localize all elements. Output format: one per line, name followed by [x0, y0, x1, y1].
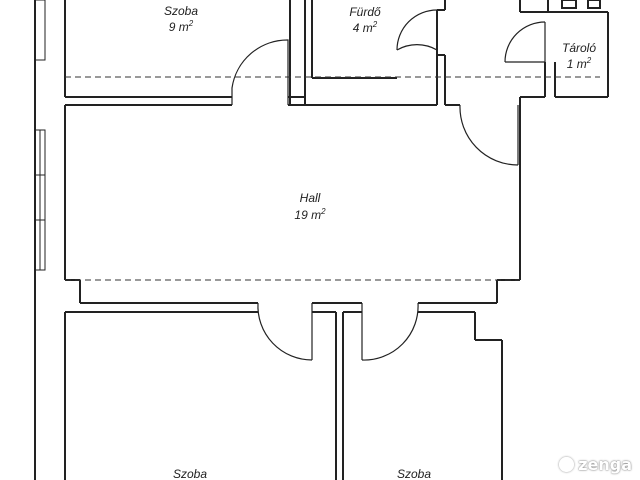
room-name-tarolo: Tároló: [562, 41, 596, 55]
zenga-logo-icon: [559, 457, 575, 472]
door-tarolo: [504, 21, 546, 63]
room-hall-walls: [64, 104, 521, 304]
door-hall-right: [459, 104, 519, 166]
room-name-szoba-bottom-right: Szoba: [397, 467, 431, 480]
room-labels: Szoba 9 m2 Fürdő 4 m2 Tároló 1 m2 Hall 1…: [164, 4, 596, 480]
room-area-hall: 19 m2: [294, 207, 326, 222]
room-bottom-walls: [64, 311, 503, 480]
room-area-furdo: 4 m2: [353, 20, 378, 35]
door-furdo-swing: [396, 9, 438, 51]
door-szoba-bottom-left: [257, 302, 313, 361]
room-tarolo-walls: [519, 0, 609, 165]
room-name-furdo: Fürdő: [349, 5, 381, 19]
door-szoba-top: [231, 39, 289, 105]
room-area-szoba-top: 9 m2: [169, 19, 194, 34]
left-exterior-wall: [34, 0, 46, 480]
room-name-szoba-bottom-left: Szoba: [173, 467, 207, 480]
door-swings: [231, 9, 546, 361]
door-furdo: [396, 44, 438, 51]
room-name-szoba-top: Szoba: [164, 4, 198, 18]
room-name-hall: Hall: [300, 191, 321, 205]
room-szoba-top-walls: [64, 0, 306, 105]
watermark: zenga: [559, 455, 632, 474]
door-szoba-bottom-right: [361, 302, 419, 361]
watermark-text: zenga: [578, 455, 632, 474]
room-area-tarolo: 1 m2: [567, 56, 592, 71]
